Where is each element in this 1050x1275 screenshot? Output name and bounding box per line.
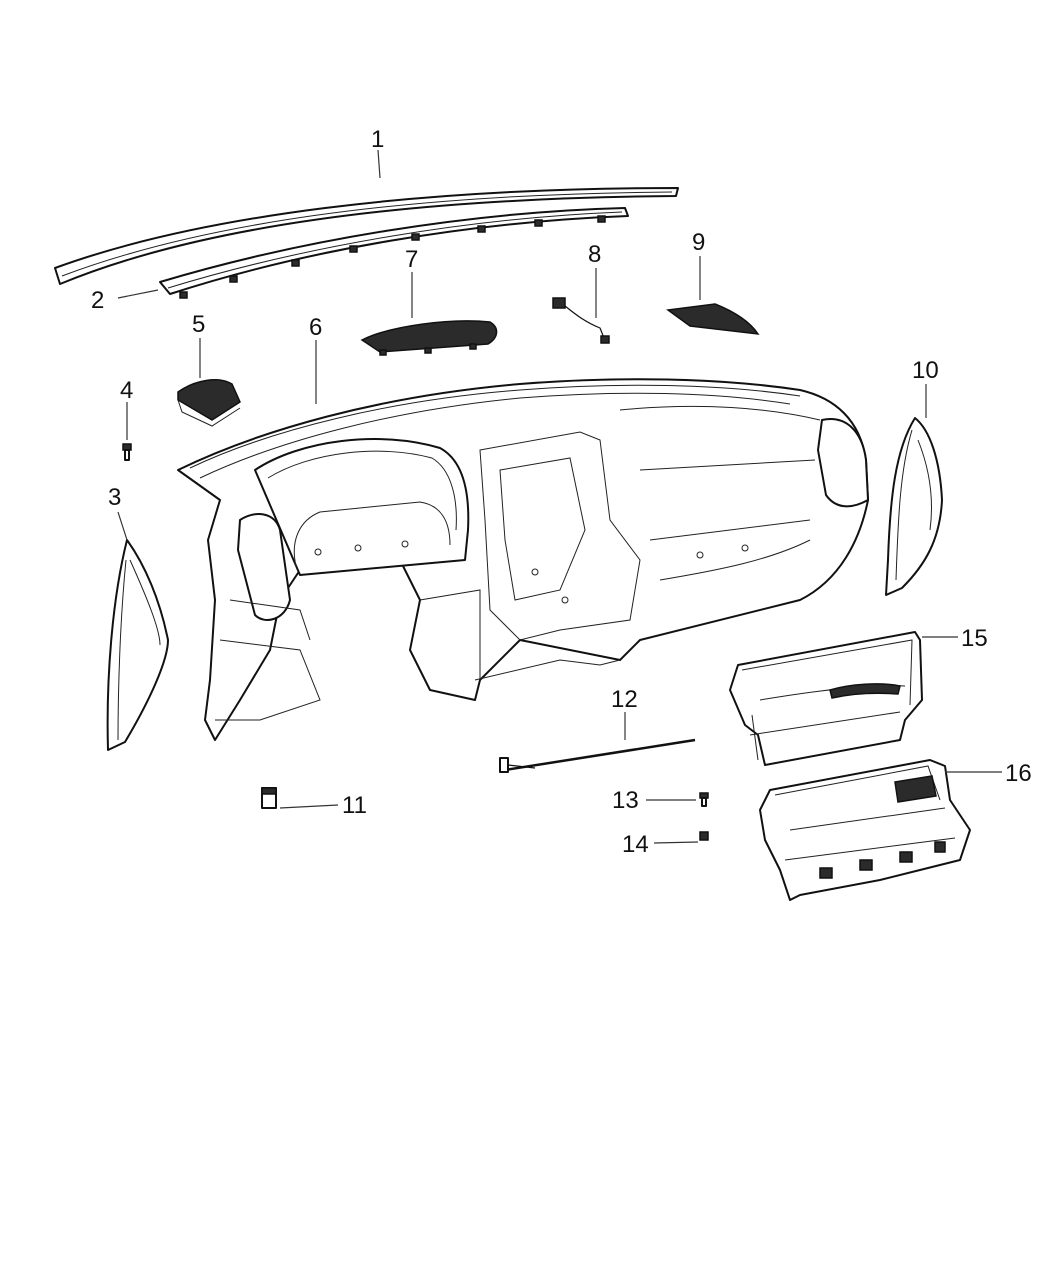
part-6-instrument-panel (177, 378, 869, 741)
callout-7: 7 (405, 246, 418, 273)
part-14-nut (699, 831, 709, 841)
callout-10: 10 (912, 357, 939, 384)
leader-1 (377, 149, 381, 179)
callout-numbers: 1 2 3 4 5 6 7 8 9 10 11 12 13 14 15 16 (91, 126, 1032, 858)
part-3-left-end-seal (106, 539, 169, 751)
leader-14 (653, 841, 699, 844)
part-11-bracket (261, 787, 277, 809)
part-12-rod (499, 738, 696, 773)
callout-16: 16 (1005, 760, 1032, 787)
callout-3: 3 (108, 484, 121, 511)
callout-15: 15 (961, 625, 988, 652)
callout-14: 14 (622, 831, 649, 858)
callout-1: 1 (371, 126, 384, 153)
leader-3 (117, 511, 128, 541)
part-15-glove-box-door (729, 631, 923, 766)
part-9-right-speaker-grille (666, 303, 760, 335)
part-7-center-speaker-grille (360, 320, 498, 356)
callout-13: 13 (612, 787, 639, 814)
leader-11 (279, 804, 339, 809)
callout-4: 4 (120, 377, 133, 404)
part-16-glove-box-bin (759, 759, 971, 901)
callout-5: 5 (192, 311, 205, 338)
callout-8: 8 (588, 241, 601, 268)
leader-lines (117, 149, 1002, 844)
part-5-left-speaker-grille (177, 379, 241, 427)
part-10-right-end-seal (885, 417, 943, 596)
callout-6: 6 (309, 314, 322, 341)
part-4-screw (122, 443, 132, 461)
part-8-sensor (552, 297, 610, 344)
part-13-screw (699, 792, 709, 807)
callout-11: 11 (342, 792, 367, 819)
leader-2 (117, 289, 159, 299)
callout-9: 9 (692, 229, 705, 256)
part-1-defroster-trim (54, 187, 679, 285)
callout-2: 2 (91, 287, 104, 314)
callout-12: 12 (611, 686, 638, 713)
part-2-defroster-duct (159, 207, 629, 299)
